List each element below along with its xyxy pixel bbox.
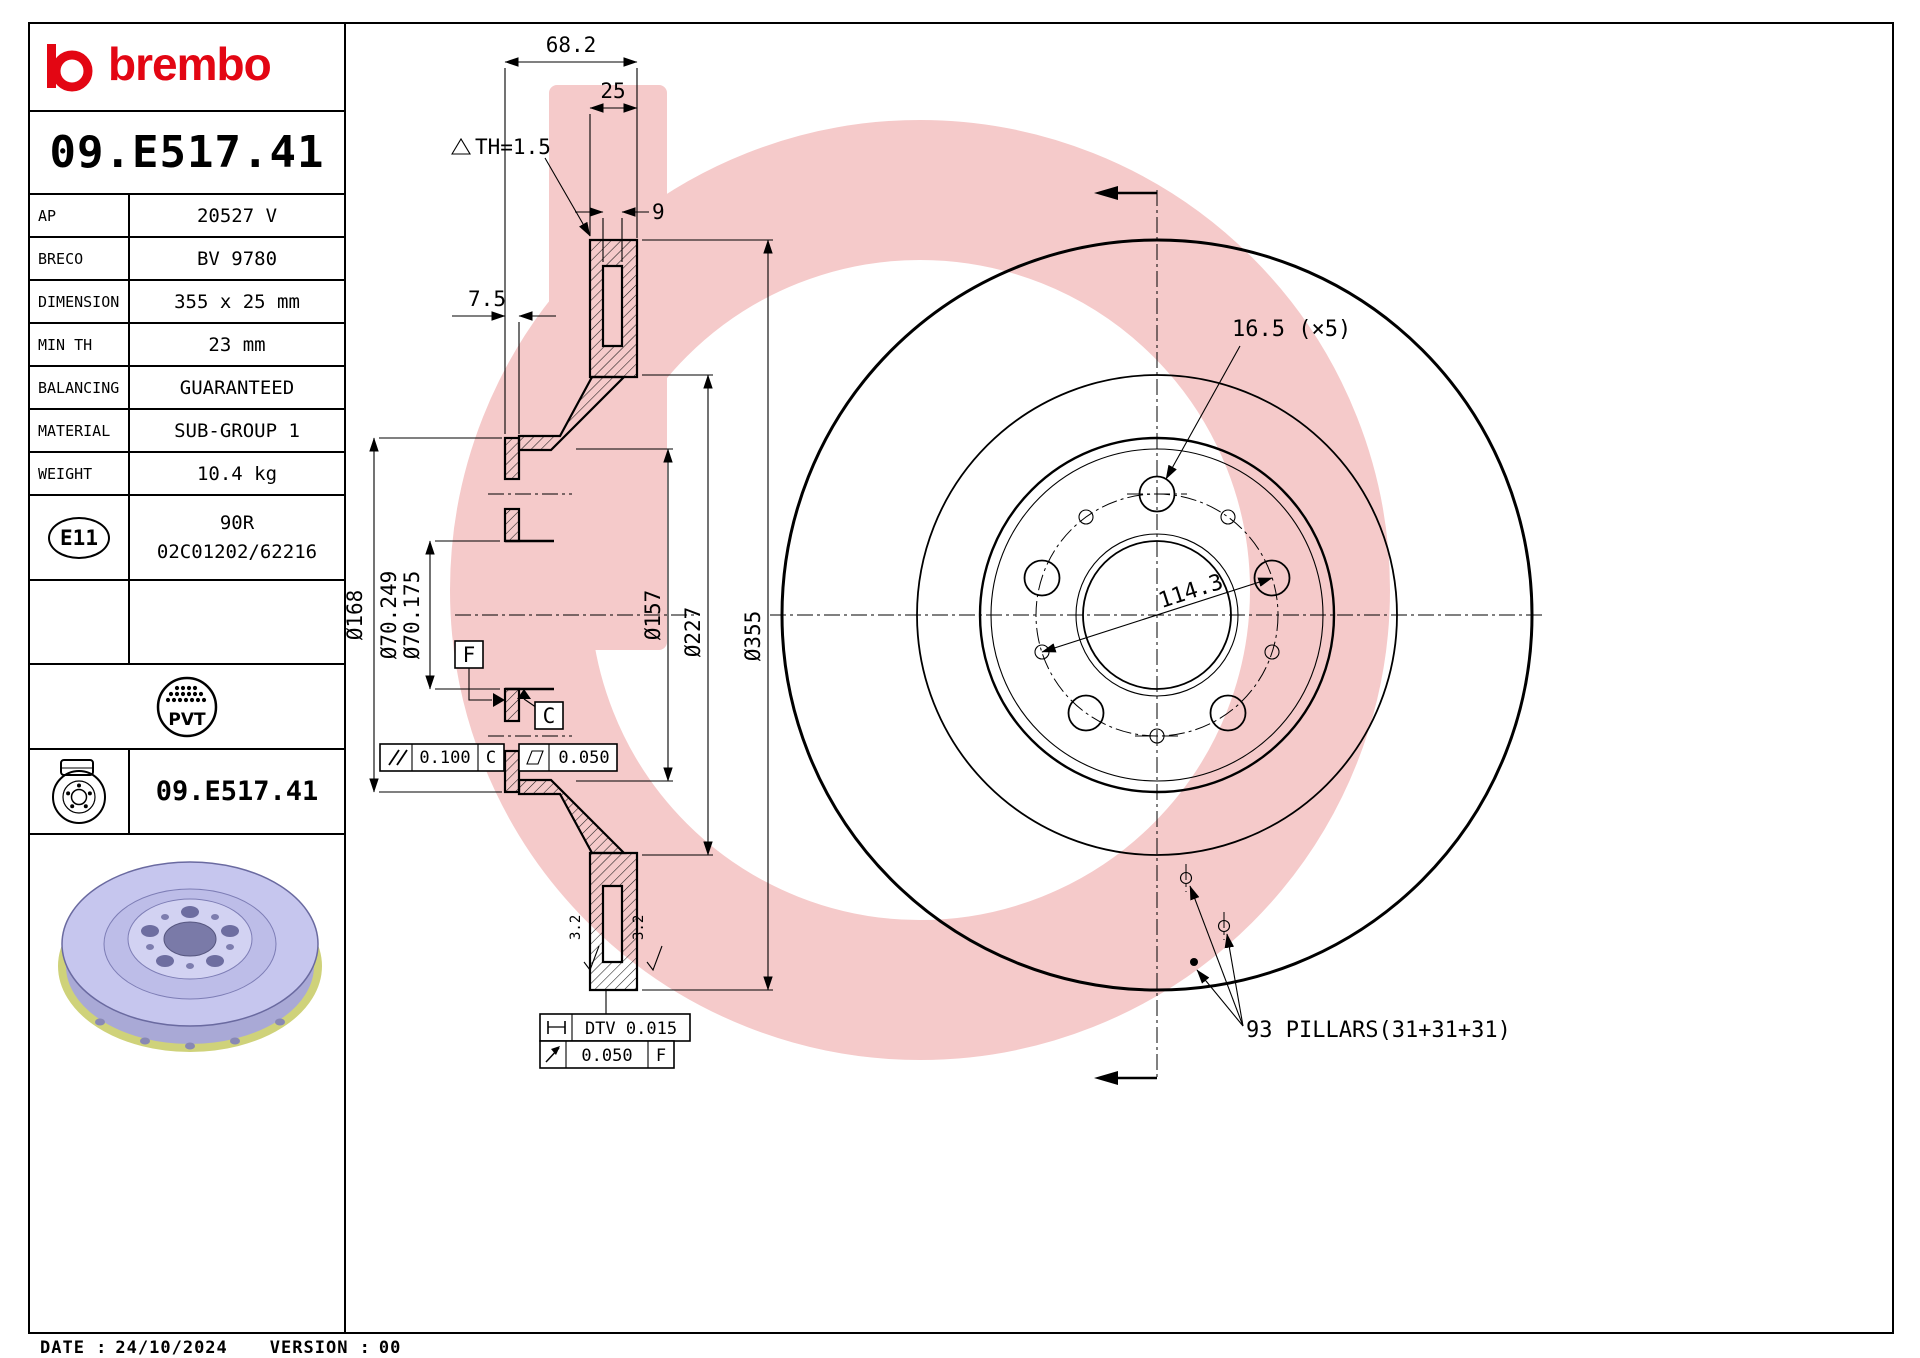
datum-f-triangle-icon [493,693,505,707]
dim-friction-inner-diameter: Ø227 [681,607,705,658]
parallelism-icon [388,749,400,766]
spec-value: 355 x 25 mm [174,290,300,313]
parallelism-datum: C [486,748,496,768]
footer: DATE : 24/10/2024 VERSION : 00 [40,1338,409,1358]
e11-badge: E11 [48,516,110,559]
spec-value: 10.4 kg [196,462,278,485]
date-value: 24/10/2024 [115,1338,228,1358]
spec-label: MATERIAL [30,410,130,451]
dim-min-thickness: TH=1.5 [475,135,551,159]
spec-label: AP [30,195,130,236]
roughness-mark-left: 3.2 [568,915,600,972]
empty-row [30,581,344,665]
brand-wordmark: brembo [108,38,272,90]
svg-text:3.2: 3.2 [631,915,647,940]
part-number: 09.E517.41 [30,112,344,195]
spec-label: DIMENSION [30,281,130,322]
runout-value: 0.050 [581,1046,632,1066]
homologation-line1: 90R [219,512,255,534]
date-label: DATE : [40,1338,108,1358]
section-arrow-top [1094,186,1157,200]
version-value: 00 [378,1338,402,1358]
section-arrow-bottom [1094,1071,1157,1085]
flange-top-upper [503,436,521,481]
pvt-row: PVT [30,665,344,750]
friction-ring-top-section [588,238,639,379]
dim-bore-min: Ø70.175 [400,571,424,660]
spec-value: SUB-GROUP 1 [174,419,300,442]
datum-c-label: C [543,704,556,728]
dim-total-width: 68.2 [546,33,597,57]
parallelism-value: 0.100 [419,748,470,768]
pillar-marks [1179,864,1231,966]
spec-value: BV 9780 [196,247,278,270]
spec-row-balancing: BALANCING GUARANTEED [30,367,344,410]
datum-c-triangle-icon [517,689,531,699]
spec-row-min-th: MIN TH 23 mm [30,324,344,367]
outer-diameter-circle [780,238,1534,992]
runout-datum: F [656,1046,666,1066]
homologation-row: E11 90R 02C01202/62216 [30,496,344,581]
disc-3d-render [58,861,322,1052]
spec-label: BALANCING [30,367,130,408]
dtv-icon [547,1021,566,1034]
datum-f-label: F [463,643,476,667]
spec-row-dimension: DIMENSION 355 x 25 mm [30,281,344,324]
flatness-value: 0.050 [558,748,609,768]
spec-label: MIN TH [30,324,130,365]
min-th-triangle-icon [451,137,471,155]
drawing-frame: brembo 09.E517.41 AP 20527 V BRECO BV 97… [28,22,1894,1334]
pillars-note: 93 PILLARS(31+31+31) [1246,1018,1511,1043]
spec-row-breco: BRECO BV 9780 [30,238,344,281]
spec-label: BRECO [30,238,130,279]
dim-flange-thickness: 7.5 [468,287,506,311]
dim-bore-max: Ø70.249 [377,571,401,660]
brembo-logo-icon [47,44,93,92]
flatness-icon [526,750,544,765]
fcf-runout: 0.050 F [539,1040,675,1069]
pvt-icon: PVT [156,676,218,737]
fcf-parallelism: 0.100 C [379,743,505,772]
datum-f-flag [454,640,484,669]
bolt-circle [1035,493,1279,737]
spec-panel: brembo 09.E517.41 AP 20527 V BRECO BV 97… [30,24,346,1332]
disc-part-number: 09.E517.41 [155,776,319,807]
hat-outer-circle [978,436,1336,794]
roughness-mark-right: 3.2 [631,915,663,972]
spec-label: WEIGHT [30,453,130,494]
friction-inner-circle [916,374,1398,856]
dim-disc-thickness: 25 [600,79,625,103]
dim-vent-hole: 9 [652,200,665,224]
cross-section-view: 68.2 25 TH=1.5 9 7.5 Ø168 [343,33,773,1069]
dim-hat-outer-diameter: Ø168 [343,590,367,641]
spec-row-ap: AP 20527 V [30,195,344,238]
datum-c-flag [534,701,564,730]
spec-value: GUARANTEED [179,376,295,399]
dim-hat-diameter: Ø157 [641,590,665,641]
dim-outer-diameter: Ø355 [741,611,765,662]
hat-circle [990,448,1324,782]
fcf-flatness: 0.050 [518,743,618,772]
spec-row-weight: WEIGHT 10.4 kg [30,453,344,496]
spec-value: 23 mm [208,333,266,356]
spec-value: 20527 V [196,204,278,227]
disc-part-row: 09.E517.41 [30,750,344,835]
dim-bolt-holes: 16.5 (×5) [1232,317,1351,342]
svg-text:3.2: 3.2 [568,915,584,940]
version-label: VERSION : [269,1338,371,1358]
dtv-value: DTV 0.015 [585,1019,677,1039]
homologation-line2: 02C01202/62216 [156,540,318,563]
fcf-dtv: DTV 0.015 [539,1013,691,1042]
brand-logo: brembo [30,24,344,112]
pvt-label: PVT [168,710,206,730]
spec-row-material: MATERIAL SUB-GROUP 1 [30,410,344,453]
brake-disc-icon [52,758,106,824]
